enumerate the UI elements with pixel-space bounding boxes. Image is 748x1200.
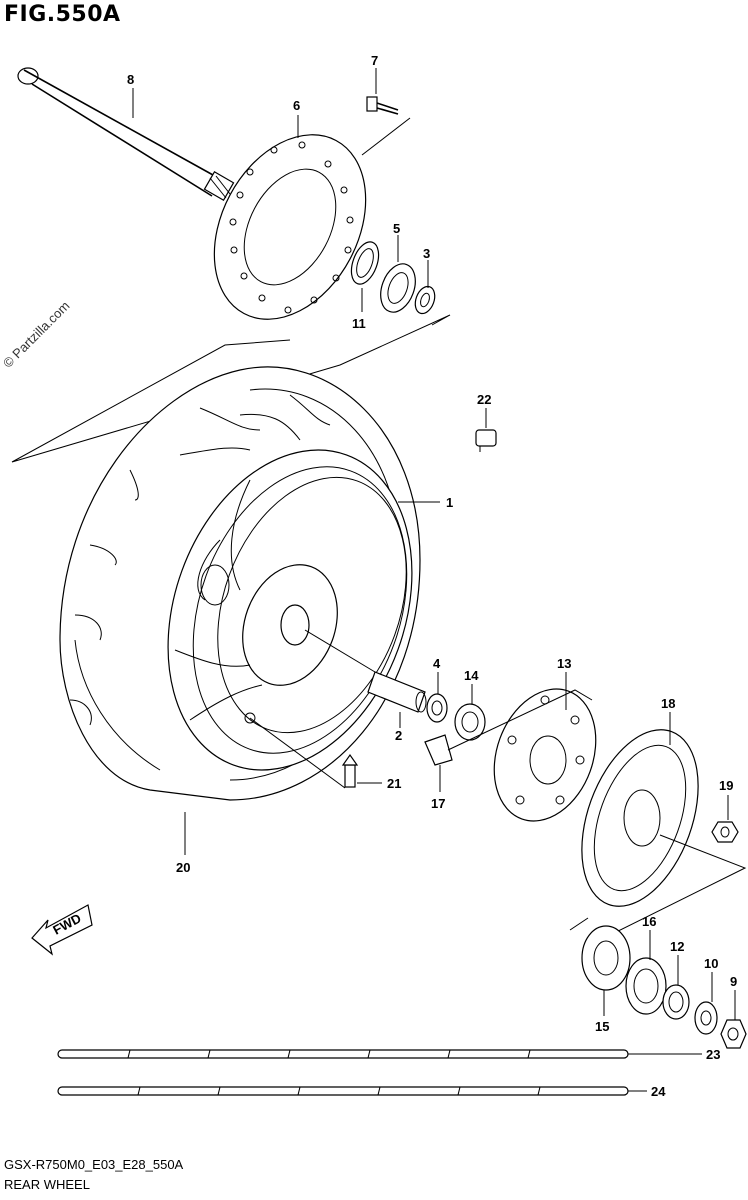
collar-part[interactable] [662,984,690,1020]
sprocket-nut-part[interactable] [711,821,739,843]
callout-3: 3 [423,246,430,261]
callout-2: 2 [395,728,402,743]
callout-5: 5 [393,221,400,236]
oil-seal-part[interactable] [346,238,384,288]
callout-14: 14 [464,668,479,683]
brake-disc-part[interactable] [184,109,396,346]
callout-11: 11 [352,316,366,331]
washer-part[interactable] [694,1001,718,1035]
callout-18: 18 [661,696,675,711]
valve-cap-part[interactable] [475,429,497,452]
spacer-tube-part[interactable] [367,671,427,713]
callout-21: 21 [387,776,401,791]
tire-valve-part[interactable] [341,753,359,788]
sprocket-drum-part[interactable] [477,675,614,836]
figure-title: FIG.550A [4,2,121,27]
axle-nut-part[interactable] [720,1019,747,1049]
callout-23: 23 [706,1047,720,1062]
bearing-part[interactable] [426,693,448,723]
figure-name: REAR WHEEL [4,1177,90,1192]
guide-line [361,117,411,156]
callout-12: 12 [670,939,684,954]
disc-bolt-part[interactable] [366,96,399,115]
guide-line [447,689,593,751]
callout-8: 8 [127,72,134,87]
callout-19: 19 [719,778,733,793]
callout-20: 20 [176,860,190,875]
callout-4: 4 [433,656,441,671]
callout-10: 10 [704,956,718,971]
dust-seal-part[interactable] [625,957,667,1015]
rim-tape-part[interactable] [57,1086,629,1096]
figure-code: GSX-R750M0_E03_E28_550A [4,1157,184,1172]
axle-part[interactable] [17,67,235,201]
rear-sprocket-part[interactable] [560,714,721,922]
guide-line [569,917,589,931]
guide-line [304,629,376,673]
callout-9: 9 [730,974,737,989]
guide-line [249,717,346,789]
callout-17: 17 [431,796,445,811]
callout-15: 15 [595,1019,609,1034]
callout-24: 24 [651,1084,666,1099]
callout-1: 1 [446,495,453,510]
callout-7: 7 [371,53,378,68]
callout-16: 16 [642,914,656,929]
rim-tape-part[interactable] [57,1049,629,1059]
bearing-part[interactable] [581,925,631,991]
leader-lines [132,68,736,1092]
wheel-part[interactable] [126,416,455,805]
damper-part[interactable] [424,734,453,766]
callout-13: 13 [557,656,571,671]
fwd-arrow-icon: FWD [31,904,93,956]
callout-6: 6 [293,98,300,113]
spacer-part[interactable] [412,284,438,316]
guide-line [589,834,747,946]
callout-22: 22 [477,392,491,407]
bearing-part[interactable] [374,259,421,317]
